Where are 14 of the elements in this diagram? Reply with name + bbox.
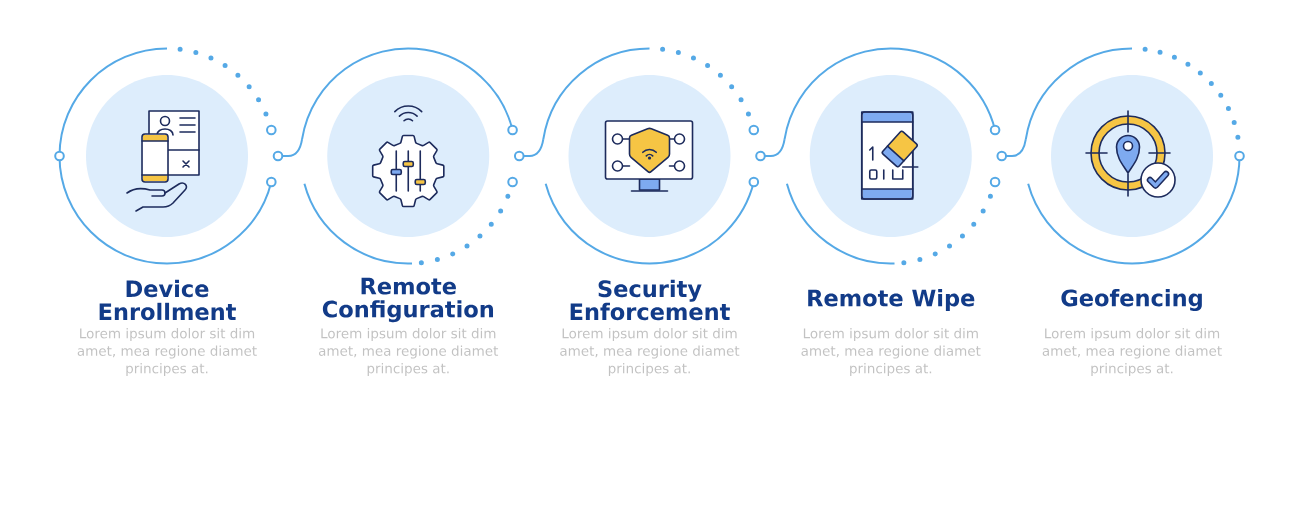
step-description: Lorem ipsum dolor sit dim amet, mea regione diamet principes at. [801, 327, 981, 377]
connector [763, 138, 786, 157]
step-description: Lorem ipsum dolor sit dim amet, mea regione diamet principes at. [77, 327, 257, 377]
connector [522, 138, 545, 157]
connector [1005, 138, 1027, 157]
step-title: Security Enforcement [570, 279, 730, 321]
step-title: Device Enrollment [99, 279, 236, 321]
step-description: Lorem ipsum dolor sit dim amet, mea regione diamet principes at. [560, 327, 740, 377]
step-description: Lorem ipsum dolor sit dim amet, mea regione diamet principes at. [1042, 327, 1222, 377]
connector [281, 138, 304, 157]
step-title: Remote Wipe [808, 289, 975, 311]
step-title: Remote Configuration [322, 277, 493, 323]
step-description: Lorem ipsum dolor sit dim amet, mea regione diamet principes at. [318, 327, 499, 377]
step-title: Geofencing [1061, 289, 1202, 311]
